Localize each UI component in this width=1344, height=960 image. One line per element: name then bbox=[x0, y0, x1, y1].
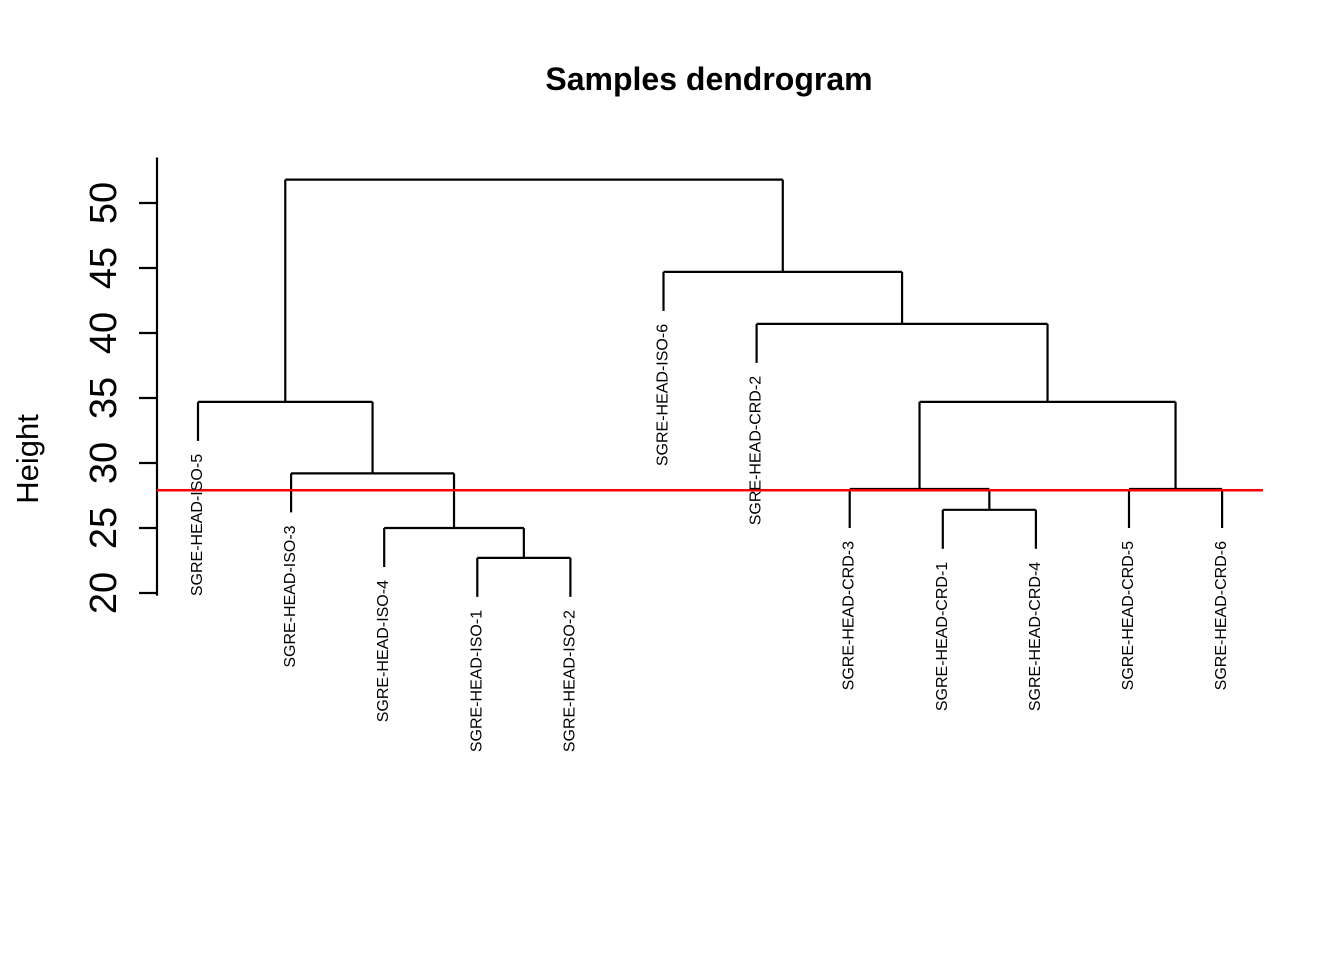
chart-title: Samples dendrogram bbox=[545, 61, 872, 97]
leaf-labels: SGRE-HEAD-ISO-1 SGRE-HEAD-ISO-2 SGRE-HEAD-… bbox=[189, 324, 1230, 752]
leaf-label: SGRE-HEAD-CRD-5 bbox=[1120, 541, 1137, 690]
leaf-label: SGRE-HEAD-ISO-6 bbox=[655, 324, 672, 466]
y-axis-tick-label: 35 bbox=[83, 377, 125, 419]
y-axis-tick-label: 45 bbox=[83, 247, 125, 289]
leaf-label: SGRE-HEAD-ISO-5 bbox=[189, 454, 206, 596]
y-axis: 20 25 30 35 40 45 50 bbox=[83, 157, 159, 614]
leaf-label: SGRE-HEAD-CRD-6 bbox=[1213, 541, 1230, 690]
leaf-label: SGRE-HEAD-ISO-2 bbox=[561, 610, 578, 752]
leaf-label: SGRE-HEAD-CRD-2 bbox=[748, 376, 765, 525]
leaf-label: SGRE-HEAD-CRD-1 bbox=[934, 562, 951, 711]
y-axis-label: Height bbox=[10, 414, 45, 504]
leaf-label: SGRE-HEAD-ISO-3 bbox=[282, 525, 299, 667]
dendrogram-links bbox=[196, 178, 1224, 597]
y-axis-tick-label: 30 bbox=[83, 442, 125, 484]
leaf-label: SGRE-HEAD-ISO-1 bbox=[468, 610, 485, 752]
leaf-label: SGRE-HEAD-CRD-4 bbox=[1027, 562, 1044, 711]
y-axis-tick-label: 40 bbox=[83, 312, 125, 354]
y-axis-tick-label: 25 bbox=[83, 507, 125, 549]
leaf-label: SGRE-HEAD-ISO-4 bbox=[375, 580, 392, 722]
leaf-label: SGRE-HEAD-CRD-3 bbox=[841, 541, 858, 690]
y-axis-tick-label: 50 bbox=[83, 182, 125, 224]
y-axis-tick-label: 20 bbox=[83, 572, 125, 614]
